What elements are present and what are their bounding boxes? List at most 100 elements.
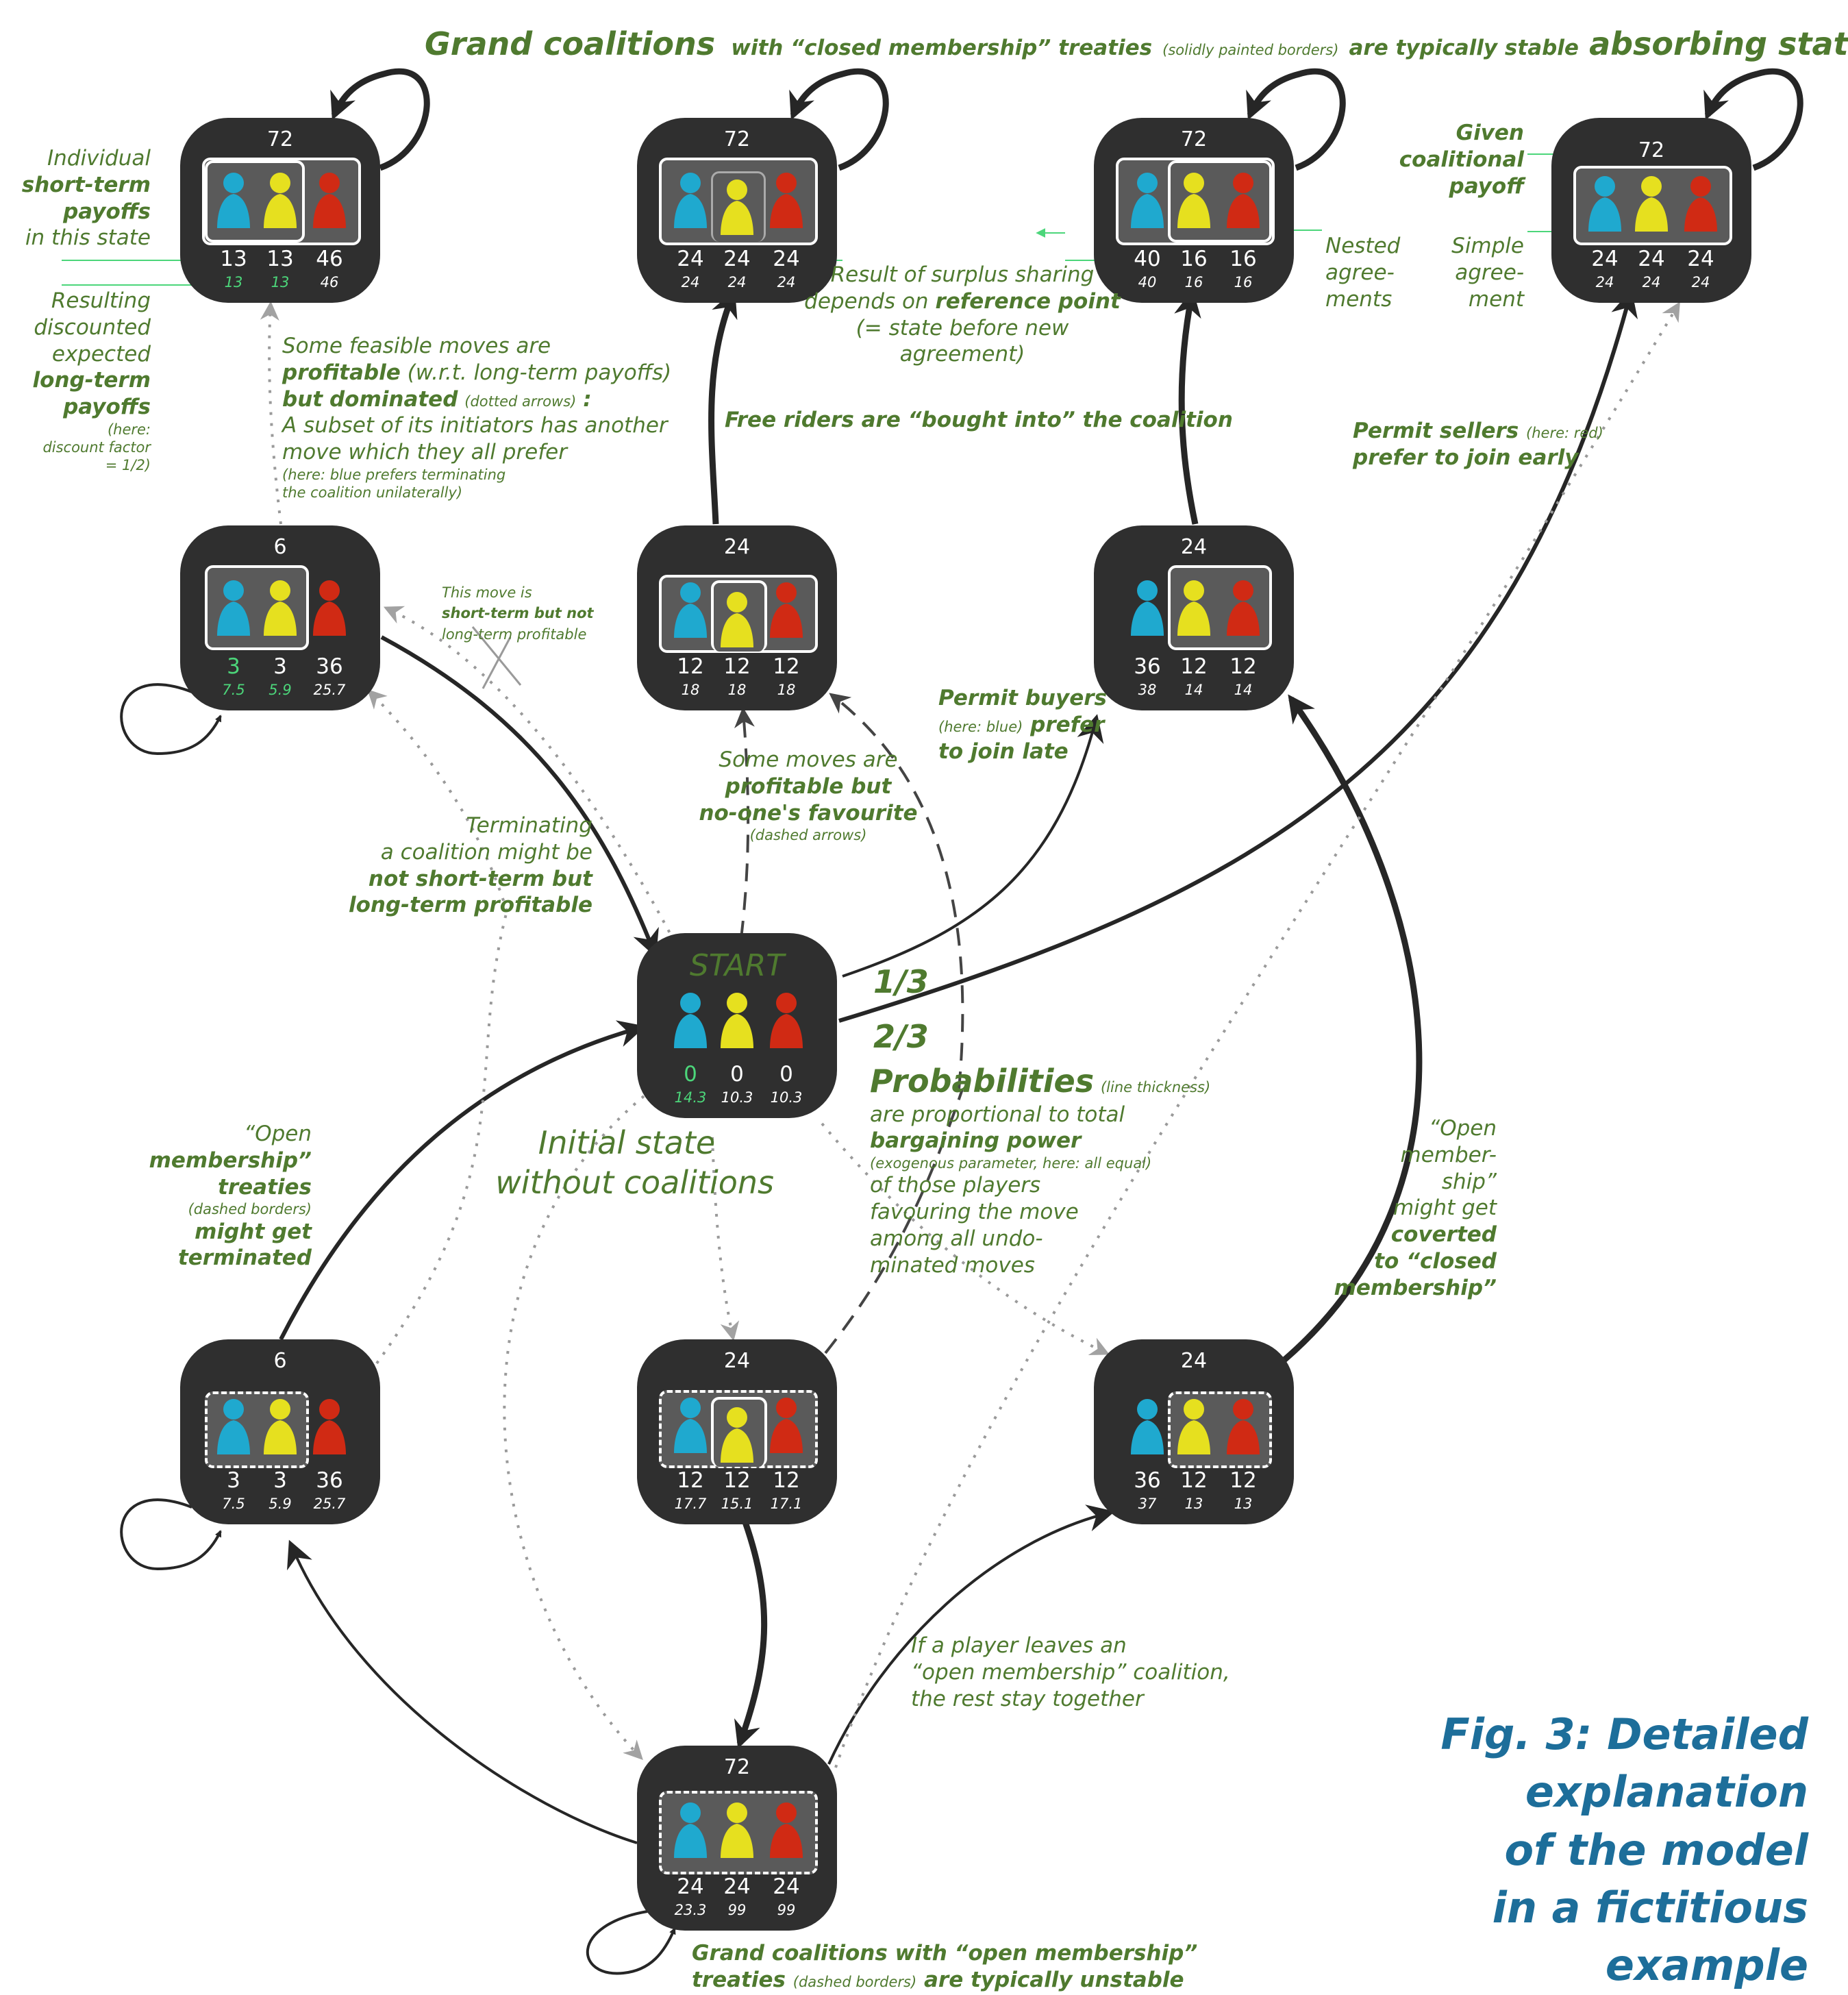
blue-player-icon xyxy=(217,580,250,636)
long-term-payoff: 13 xyxy=(1234,1496,1253,1512)
annotation-line: minated moves xyxy=(870,1252,1035,1278)
long-term-payoff: 5.9 xyxy=(269,682,292,698)
short-term-payoff: 0 xyxy=(730,1062,744,1087)
long-term-payoff: 16 xyxy=(1184,274,1203,290)
state-box-blue-yellow-coalition: 6 3 3 36 7.5 5.9 25.7 xyxy=(180,525,380,710)
state-box-open-blue-yellow: 6 3 3 36 7.5 5.9 25.7 xyxy=(180,1339,380,1524)
coalition-border xyxy=(1168,565,1272,650)
header-line: Grand coalitions with “closed membership… xyxy=(425,25,1848,64)
annotation-line: Given xyxy=(1456,121,1524,145)
long-term-payoff: 24 xyxy=(1691,274,1710,290)
annotation-line: the coalition unilaterally) xyxy=(282,484,463,501)
short-term-payoff: 40 xyxy=(1134,247,1161,271)
short-term-payoff: 24 xyxy=(1591,247,1619,271)
annotation-open-treaties: “Open membership” treaties (dashed borde… xyxy=(137,1121,312,1272)
annotation-line: agree- xyxy=(1455,260,1524,285)
blue-player-icon xyxy=(674,173,707,228)
yellow-player-icon xyxy=(1635,176,1668,232)
annotation-line: Terminating xyxy=(466,813,592,838)
annotation-line: membership” xyxy=(1334,1275,1497,1300)
long-term-payoff: 10.3 xyxy=(770,1089,803,1106)
annotation-resulting-payoffs: Resulting discounted expected long-term … xyxy=(14,288,151,475)
state-box-grand-closed-4: 72 24 24 24 24 24 24 xyxy=(1551,118,1751,303)
short-term-payoff: 24 xyxy=(773,247,800,271)
annotation-line: to join late xyxy=(938,739,1069,764)
coalitional-payoff: 24 xyxy=(1180,1349,1208,1373)
annotation-line: of those players xyxy=(870,1173,1041,1198)
state-box-open-yellow-red: 24 36 12 12 37 13 13 xyxy=(1094,1339,1294,1524)
annotation-line: the rest stay together xyxy=(911,1686,1144,1711)
annotation-terminating: Terminating a coalition might be not sho… xyxy=(322,813,592,919)
long-term-payoff: 7.5 xyxy=(222,1496,245,1512)
annotation-line: : xyxy=(583,386,592,412)
annotation-permit-buyers: Permit buyers (here: blue) prefer to joi… xyxy=(938,685,1144,765)
short-term-payoff: 36 xyxy=(1134,1468,1161,1493)
short-term-payoff: 3 xyxy=(227,1468,240,1493)
solid-arrows xyxy=(279,289,1638,1844)
red-player-icon xyxy=(1684,176,1717,232)
blue-player-icon xyxy=(1131,173,1164,228)
short-term-payoff: 13 xyxy=(220,247,247,271)
short-term-payoff: 24 xyxy=(773,1874,800,1899)
blue-player-icon xyxy=(1131,580,1164,636)
coalitional-payoff: 6 xyxy=(273,1349,287,1373)
long-term-payoff: 24 xyxy=(1595,274,1614,290)
annotation-simple-agreement: Simple agree- ment xyxy=(1384,233,1524,312)
annotation-line: reference point xyxy=(935,288,1121,314)
state-box-yellow-red-coalition: 24 36 12 12 38 14 14 xyxy=(1094,525,1294,710)
short-term-payoff: 12 xyxy=(677,1468,704,1493)
short-term-payoff: 0 xyxy=(779,1062,793,1087)
yellow-player-icon xyxy=(721,179,753,235)
caption-line: in a fictitious xyxy=(1492,1882,1808,1933)
annotation-line: short-term but not xyxy=(442,605,594,622)
long-term-payoff: 17.7 xyxy=(674,1496,707,1512)
annotation-line: Nested xyxy=(1325,234,1401,258)
annotation-line: in this state xyxy=(25,225,151,251)
annotation-line: Simple xyxy=(1451,234,1524,258)
annotation-surplus-sharing: Result of surplus sharing depends on ref… xyxy=(801,262,1123,368)
short-term-payoff: 3 xyxy=(227,654,240,679)
caption-line: of the model xyxy=(1504,1824,1808,1875)
long-term-payoff: 14 xyxy=(1184,682,1203,698)
start-label: START xyxy=(689,948,785,983)
red-player-icon xyxy=(1227,580,1260,636)
long-term-payoff: 38 xyxy=(1138,682,1157,698)
red-player-icon xyxy=(770,173,803,228)
long-term-payoff: 13 xyxy=(224,274,243,290)
coalitional-payoff: 72 xyxy=(723,1755,751,1779)
annotation-line: Individual xyxy=(47,146,151,171)
annotation-line: ment xyxy=(1468,286,1524,312)
annotation-line: coalitional xyxy=(1399,147,1524,172)
short-term-payoff: 16 xyxy=(1180,247,1208,271)
blue-player-icon xyxy=(1588,176,1621,232)
short-term-payoff: 36 xyxy=(1134,654,1161,679)
annotation-line: (here: blue) xyxy=(938,718,1023,735)
annotation-line: (here: xyxy=(107,421,151,438)
yellow-player-icon xyxy=(1177,580,1210,636)
blue-player-icon xyxy=(674,1802,707,1858)
annotation-line: Resulting xyxy=(51,288,151,313)
annotation-given-payoff: Given coalitional payoff xyxy=(1384,120,1524,199)
red-player-icon xyxy=(770,1398,803,1453)
annotation-line: are typically unstable xyxy=(923,1967,1184,1992)
annotation-line: (line thickness) xyxy=(1100,1079,1211,1095)
red-player-icon xyxy=(770,1802,803,1858)
state-box-grand-open: 72 24 24 24 23.3 99 99 xyxy=(637,1746,837,1931)
short-term-payoff: 36 xyxy=(316,654,343,679)
short-term-payoff: 12 xyxy=(773,654,800,679)
annotation-line: move which they all prefer xyxy=(282,440,567,464)
short-term-payoff: 3 xyxy=(273,654,287,679)
annotation-line: short-term xyxy=(21,172,151,197)
state-box-three-singletons-yellow-center: 24 12 12 12 18 18 18 xyxy=(637,525,837,710)
coalitional-payoff: 6 xyxy=(273,535,287,559)
short-term-payoff: 12 xyxy=(1180,654,1208,679)
annotation-line: long-term xyxy=(32,368,151,393)
long-term-payoff: 24 xyxy=(1642,274,1661,290)
coalitional-payoff: 24 xyxy=(723,535,751,559)
red-player-icon xyxy=(770,993,803,1048)
state-box-grand-closed-1: 72 13 13 46 13 13 46 xyxy=(180,118,380,303)
annotation-line: A subset of its initiators has another xyxy=(282,413,668,438)
long-term-payoff: 99 xyxy=(777,1902,796,1918)
long-term-payoff: 15.1 xyxy=(721,1496,753,1512)
